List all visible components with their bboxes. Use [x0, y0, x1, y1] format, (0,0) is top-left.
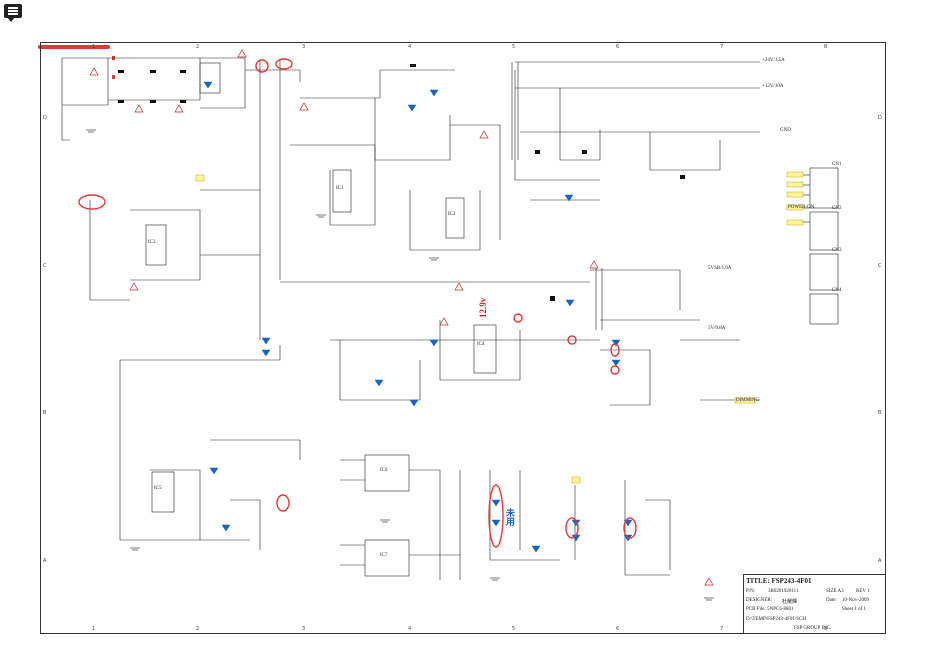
frame-row-a-right: A — [878, 558, 882, 564]
ic6-label: IC6 — [380, 468, 388, 473]
title-block-designer-label: DESIGNER: — [746, 598, 773, 603]
frame-col-6-bottom: 6 — [616, 626, 620, 632]
red-highlight-bar — [38, 45, 110, 49]
frame-col-2-bottom: 2 — [196, 626, 200, 632]
title-block: TITLE: FSP243-4F01 P/N: 3B0201920111 SIZ… — [743, 574, 886, 634]
frame-row-c: C — [43, 263, 47, 269]
net-power-on-label: POWER-ON — [788, 205, 815, 210]
diode-symbols — [203, 81, 633, 553]
connector-cn2: CN2 — [832, 206, 842, 211]
ic5-label: IC5 — [154, 486, 162, 491]
title-block-title: TITLE: FSP243-4F01 — [746, 577, 812, 585]
frame-col-7-bottom: 7 — [720, 626, 724, 632]
frame-col-3: 3 — [302, 44, 306, 50]
wiring — [61, 57, 839, 580]
net-gnd-label: GND — [780, 128, 791, 133]
frame-col-4: 4 — [408, 44, 412, 50]
warning-triangles — [89, 49, 714, 586]
connector-cn4: CN4 — [832, 288, 842, 293]
title-block-company: FSP GROUP INC. — [794, 626, 832, 631]
connector-cn3: CN3 — [832, 248, 842, 253]
comment-icon[interactable] — [4, 4, 22, 22]
frame-col-4-bottom: 4 — [408, 626, 412, 632]
net-24v-label: +24V/1.5A — [762, 58, 785, 63]
unused-annotation: 未用 — [505, 508, 515, 526]
frame-col-5-bottom: 5 — [512, 626, 516, 632]
frame-col-7: 7 — [720, 44, 724, 50]
schematic-sheet-border — [40, 42, 886, 634]
frame-col-3-bottom: 3 — [302, 626, 306, 632]
title-block-path: D:\TEMP\FSP243-4F01\SCH — [746, 617, 807, 622]
frame-col-8: 8 — [824, 44, 828, 50]
frame-col-8-bottom: 8 — [824, 626, 828, 632]
ground-symbols — [86, 129, 714, 601]
ic3-label: IC3 — [148, 240, 156, 245]
title-block-sheet: Sheet 1 of 1 — [842, 607, 867, 612]
ic4-label: IC4 — [477, 342, 485, 347]
connector-cn1: CN1 — [832, 162, 842, 167]
ic2-label: IC2 — [448, 212, 456, 217]
voltage-annotation-12-9v: 12.9v — [478, 297, 488, 318]
frame-row-c-right: C — [878, 263, 882, 269]
title-block-designer-value: 杜耀輝 — [782, 600, 798, 605]
net-5vsb-label: 5VSB/1.0A — [708, 266, 732, 271]
ic1-label: IC1 — [336, 186, 344, 191]
frame-row-d-right: D — [878, 115, 882, 121]
frame-col-1-bottom: 1 — [92, 626, 96, 632]
title-block-date-value: 10-Nov-2009 — [842, 598, 869, 603]
net-dimming-label: DIMMING — [736, 398, 760, 403]
frame-col-2: 2 — [196, 44, 200, 50]
frame-row-b-right: B — [878, 410, 882, 416]
red-circle-annotations — [78, 58, 637, 548]
title-block-size: SIZE A3 — [826, 589, 844, 594]
capacitor-blocks — [118, 64, 685, 301]
frame-col-5: 5 — [512, 44, 516, 50]
frame-row-d: D — [43, 115, 47, 121]
frame-col-1: 1 — [92, 44, 96, 50]
title-block-date-label: Date: — [826, 598, 837, 603]
frame-row-a: A — [43, 558, 47, 564]
net-12v-label: +12V/10A — [762, 84, 784, 89]
title-block-pn-label: P/N: — [746, 589, 756, 594]
title-block-pcb-file: PCB File: 5NPC6-8801 — [746, 607, 794, 612]
net-tags — [195, 171, 804, 484]
net-5v-label: 5V/0.8A — [708, 326, 726, 331]
ic7-label: IC7 — [380, 553, 388, 558]
title-block-rev: REV 1 — [856, 589, 870, 594]
frame-row-b: B — [43, 410, 47, 416]
title-block-pn-value: 3B0201920111 — [768, 589, 799, 594]
frame-col-6: 6 — [616, 44, 620, 50]
